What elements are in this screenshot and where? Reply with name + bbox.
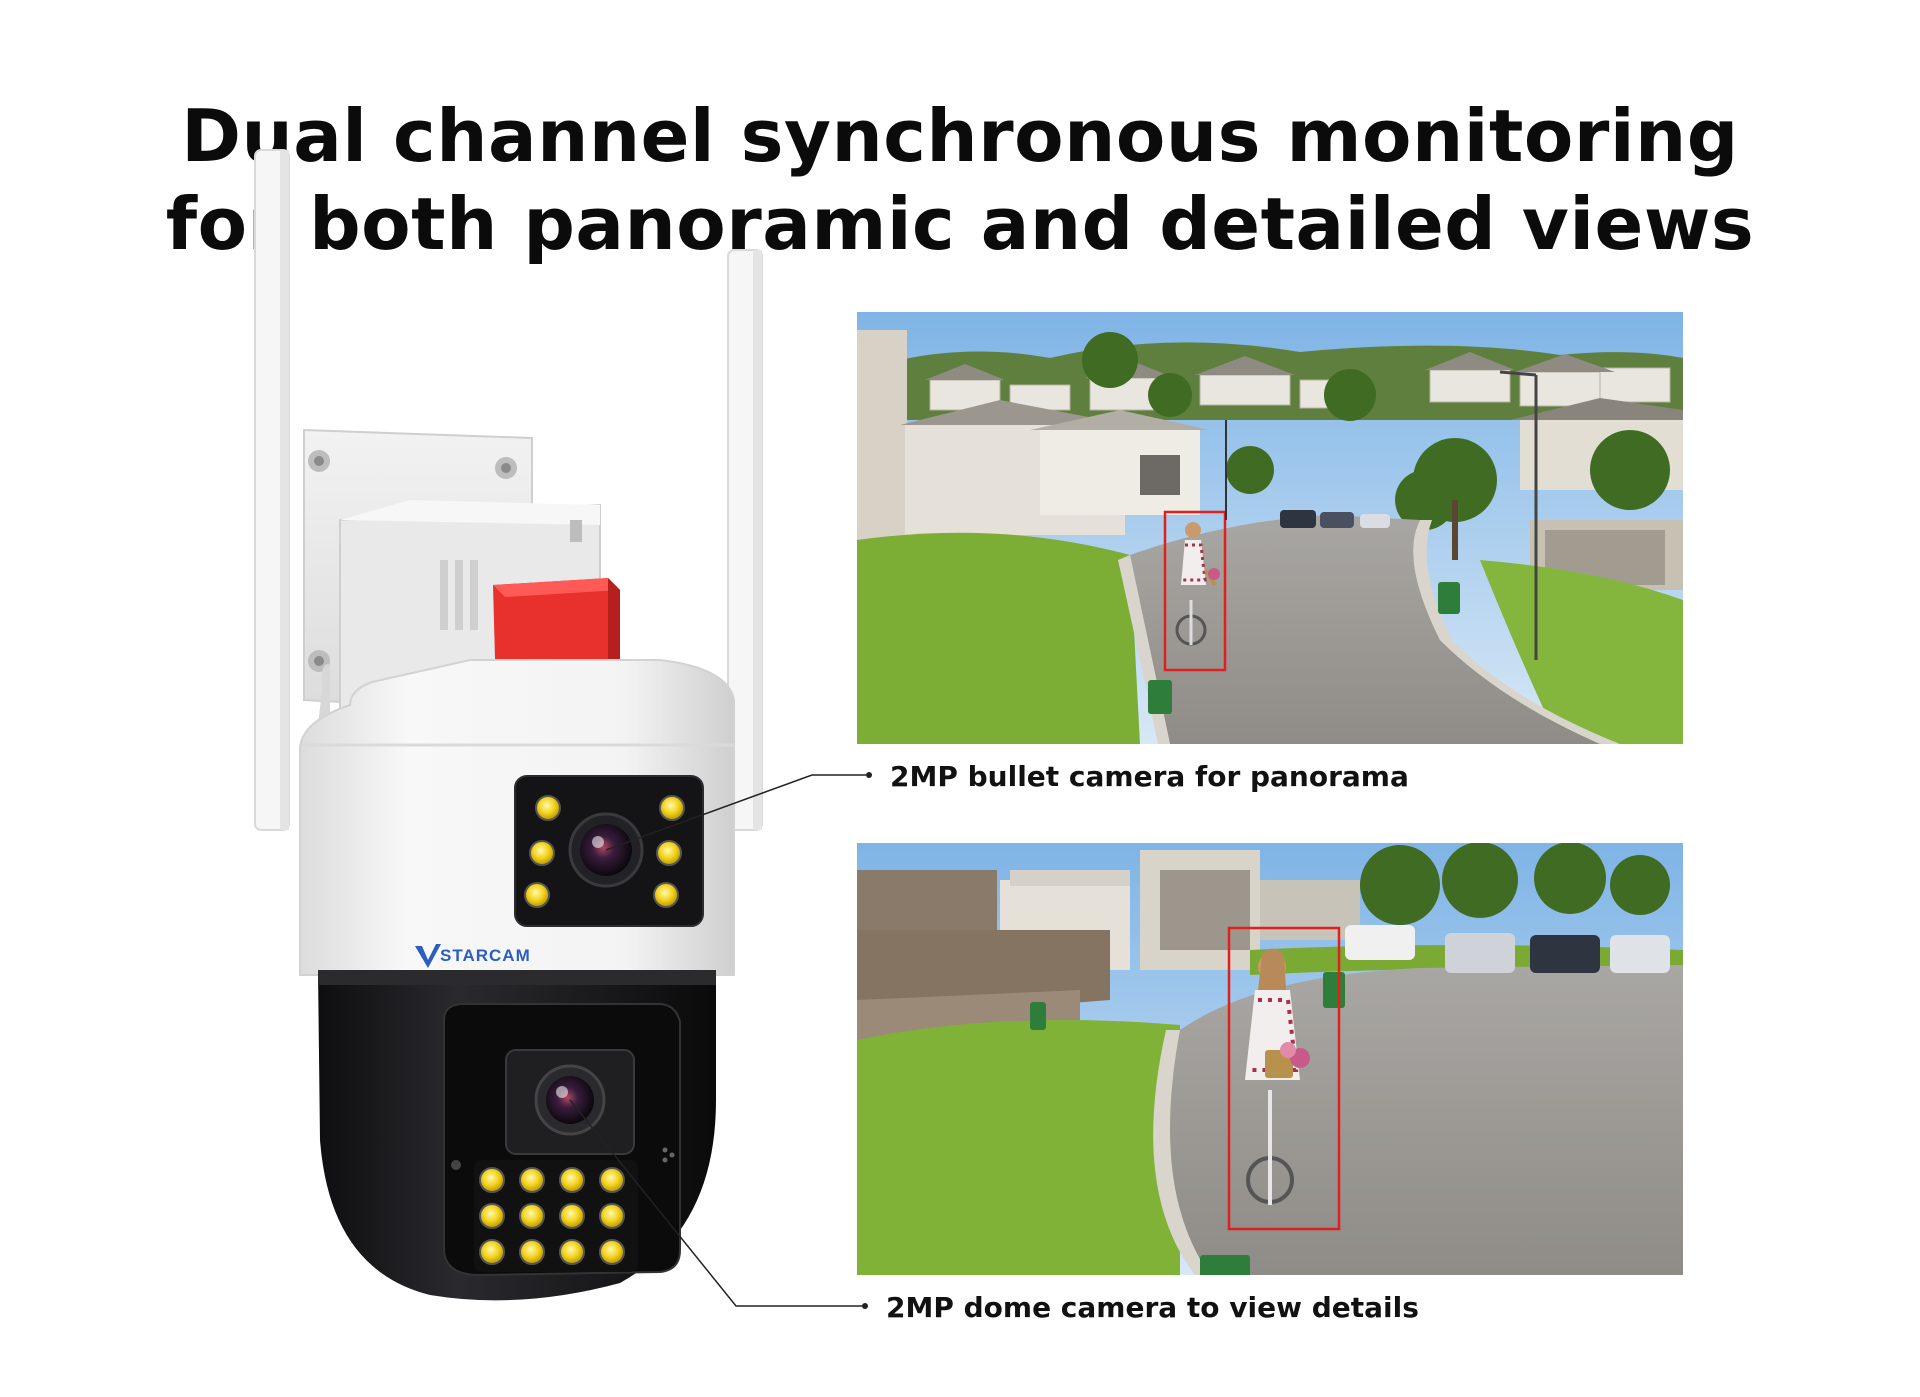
bullet-ir-leds: [524, 795, 685, 908]
callout-line-dome: [569, 1099, 862, 1307]
antenna-left: [254, 149, 290, 831]
cyclist-detail: [1245, 948, 1310, 1205]
camera-dome: [318, 970, 716, 1301]
detail-view-photo: [857, 843, 1683, 1275]
headline: Dual channel synchronous monitoring for …: [0, 92, 1920, 268]
antenna-right: [727, 249, 763, 831]
detection-box-panorama: [1163, 510, 1227, 672]
cyclist-panorama: [1175, 522, 1220, 646]
callout-dot-bullet: [866, 772, 872, 778]
headline-line-2: for both panoramic and detailed views: [165, 182, 1755, 266]
headline-line-1: Dual channel synchronous monitoring: [181, 94, 1739, 178]
panorama-view-photo: [857, 312, 1683, 744]
detection-box-detail: [1227, 926, 1341, 1231]
callout-dot-dome: [862, 1303, 868, 1309]
callout-line-bullet: [605, 774, 866, 851]
dome-ir-leds: [479, 1167, 625, 1265]
bullet-camera-caption: 2MP bullet camera for panorama: [890, 760, 1409, 793]
brand-logo-text: STARCAM: [440, 946, 531, 965]
bullet-camera-module: [514, 775, 704, 927]
camera-illustration: [254, 149, 763, 1301]
brand-logo: [415, 944, 441, 968]
dome-camera-caption: 2MP dome camera to view details: [886, 1291, 1419, 1324]
